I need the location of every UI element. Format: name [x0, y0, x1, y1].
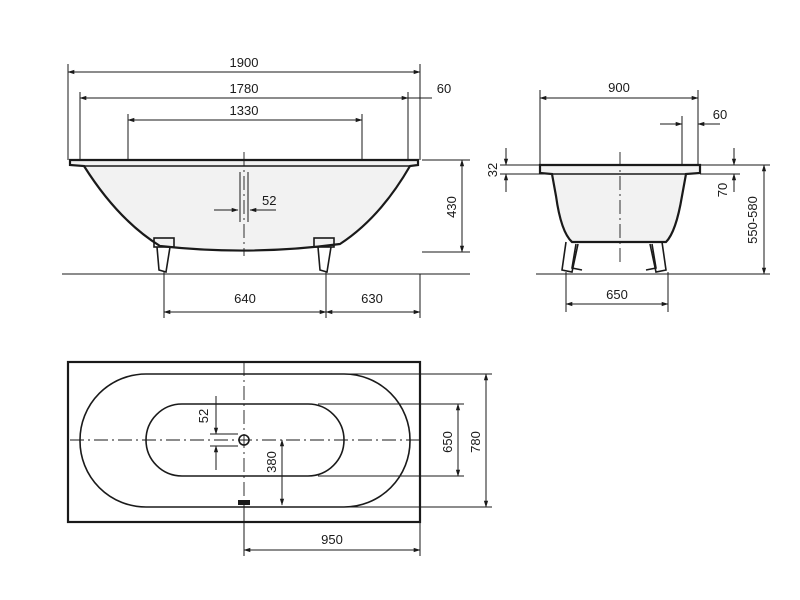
dim-70-label: 70 [715, 183, 730, 197]
dim-780-label: 780 [468, 431, 483, 453]
dim-1330-label: 1330 [230, 103, 259, 118]
front-view: 1900 1780 60 1330 52 640 630 430 [62, 55, 470, 318]
tub-foot-right [313, 237, 335, 274]
dim-640-label: 640 [234, 291, 256, 306]
dim-430-label: 430 [444, 196, 459, 218]
tub-side-legs [561, 241, 667, 273]
dim-950-label: 950 [321, 532, 343, 547]
tub-foot-left [153, 237, 175, 274]
dim-1780-label: 1780 [230, 81, 259, 96]
dim-650-top-label: 650 [440, 431, 455, 453]
dim-550-580-label: 550-580 [745, 196, 760, 244]
overflow-icon [238, 500, 250, 505]
dim-900-label: 900 [608, 80, 630, 95]
tub-top-rim [79, 373, 411, 508]
dim-52-top-label: 52 [196, 409, 211, 423]
dim-630-label: 630 [361, 291, 383, 306]
dim-380-label: 380 [264, 451, 279, 473]
dim-60-label: 60 [437, 81, 451, 96]
dim-60-side-label: 60 [713, 107, 727, 122]
dim-650-side-label: 650 [606, 287, 628, 302]
top-view: 52 380 650 780 950 [66, 360, 492, 556]
dim-1900-label: 1900 [230, 55, 259, 70]
dim-32-label: 32 [485, 163, 500, 177]
dim-52-label: 52 [262, 193, 276, 208]
side-view: 900 60 32 70 550-580 650 [485, 80, 770, 312]
